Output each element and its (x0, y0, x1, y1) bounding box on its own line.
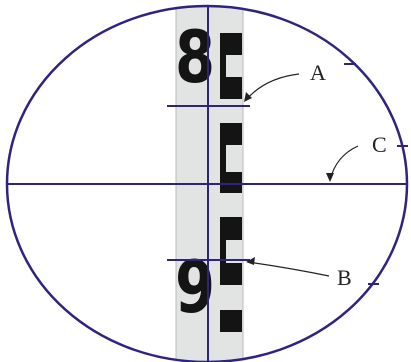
leader-b (247, 261, 330, 277)
graduation-mark (220, 263, 242, 285)
graduation-mark (220, 123, 242, 145)
field-of-view-circle (5, 4, 409, 362)
graduation-mark (220, 55, 226, 77)
label-c: C (372, 132, 387, 157)
arrowhead-a (244, 92, 252, 102)
label-b: B (337, 265, 352, 290)
staff-graduations (220, 33, 242, 332)
graduation-mark (220, 77, 242, 99)
graduation-mark (220, 33, 242, 55)
graduation-mark (220, 310, 242, 332)
graduation-mark (220, 217, 242, 240)
leader-a (245, 73, 300, 101)
graduation-mark (220, 240, 226, 263)
graduation-mark (220, 145, 226, 172)
graduation-mark (220, 172, 242, 193)
arrowhead-b (246, 257, 255, 265)
reticle (7, 6, 407, 362)
leader-lines (245, 73, 359, 277)
label-ticks (344, 63, 408, 285)
label-a: A (310, 60, 326, 85)
arrowhead-c (326, 173, 334, 182)
leader-c (329, 145, 359, 181)
arrowheads (244, 92, 334, 265)
